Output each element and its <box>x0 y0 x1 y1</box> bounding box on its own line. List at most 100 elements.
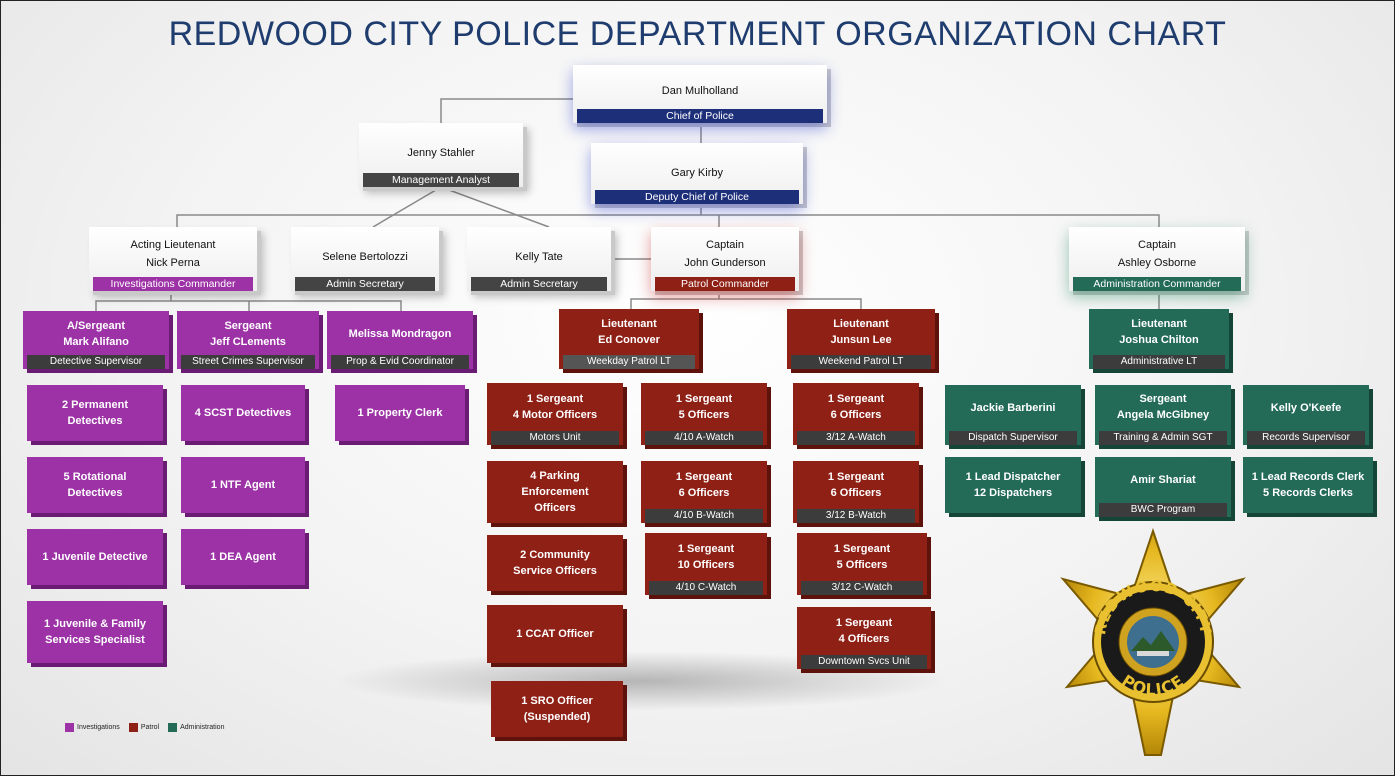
patrol-unit-box: 1 SRO Officer (Suspended) <box>491 681 623 737</box>
inv-c2b-text: 1 NTF Agent <box>210 479 276 491</box>
watch-box: 1 Sergeant 6 Officers 3/12 B-Watch <box>793 461 919 523</box>
watch-w3-line2: 10 Officers <box>677 559 735 571</box>
police-badge-icon: REDWOOD CITY POLICE <box>1060 527 1246 756</box>
sec2-role: Admin Secretary <box>471 277 607 291</box>
legend-swatch-patrol <box>128 723 138 732</box>
inv-unit-box: 1 Property Clerk <box>335 385 465 441</box>
watch-w2-line2: 6 Officers <box>678 487 730 499</box>
watch-box: 1 Sergeant 6 Officers 3/12 A-Watch <box>793 383 919 445</box>
watch-w3-line1: 1 Sergeant <box>677 543 735 555</box>
patrol-lt1-role: Weekday Patrol LT <box>563 355 695 369</box>
watch-w5-line2: 6 Officers <box>830 487 882 499</box>
inv-cmdr-name: Nick Perna <box>146 257 200 269</box>
inv-s2-line1: Sergeant <box>224 320 272 332</box>
patrol-unit-box: 2 Community Service Officers <box>487 535 623 591</box>
watch-w6-line1: 1 Sergeant <box>833 543 891 555</box>
legend-label-patrol: Patrol <box>140 724 160 731</box>
watch-w7-line2: 4 Officers <box>838 633 890 645</box>
inv-s1-line2: Mark Alifano <box>63 336 129 348</box>
admin-a5-line1: Amir Shariat <box>1130 474 1196 486</box>
inv-unit-box: 1 Juvenile Detective <box>27 529 163 585</box>
inv-c2a-text: 4 SCST Detectives <box>194 407 292 419</box>
patrol-lt1-line2: Ed Conover <box>598 334 660 346</box>
admin-a1-line1: Jackie Barberini <box>970 402 1056 414</box>
admin-commander-box: Captain Ashley Osborne Administration Co… <box>1069 227 1245 291</box>
patrol-unit-box: 1 CCAT Officer <box>487 605 623 663</box>
inv-s1-line1: A/Sergeant <box>66 320 126 332</box>
inv-unit-box: 2 Permanent Detectives <box>27 385 163 441</box>
admin-cmdr-role: Administration Commander <box>1073 277 1241 291</box>
watch-w6-role: 3/12 C-Watch <box>801 581 923 595</box>
inv-unit-box: 5 Rotational Detectives <box>27 457 163 513</box>
admin-a3-role: Records Supervisor <box>1247 431 1365 445</box>
admin-a2-role: Training & Admin SGT <box>1099 431 1227 445</box>
patrol-lt2-line1: Lieutenant <box>833 318 889 330</box>
admin-lt-box: Lieutenant Joshua Chilton Administrative… <box>1089 309 1229 369</box>
patrol-u5-line2: (Suspended) <box>523 711 591 723</box>
legend-label-administration: Administration <box>180 724 225 731</box>
inv-s2-role: Street Crimes Supervisor <box>181 355 315 369</box>
analyst-role: Management Analyst <box>363 173 519 187</box>
investigations-commander-box: Acting Lieutenant Nick Perna Investigati… <box>89 227 257 291</box>
patrol-u1-line2: 4 Motor Officers <box>512 409 598 421</box>
patrol-u1-role: Motors Unit <box>491 431 619 445</box>
secretary-box-2: Kelly Tate Admin Secretary <box>467 227 611 291</box>
inv-s1-role: Detective Supervisor <box>27 355 165 369</box>
patrol-cmdr-name: John Gunderson <box>684 257 766 269</box>
inv-c1b-text: 5 Rotational Detectives <box>63 471 127 499</box>
admin-a2-line1: Sergeant <box>1139 393 1187 405</box>
watch-box: 1 Sergeant 4 Officers Downtown Svcs Unit <box>797 607 931 669</box>
inv-c1d-text: 1 Juvenile & Family Services Specialist <box>43 618 147 646</box>
inv-s3-role: Prop & Evid Coordinator <box>331 355 469 369</box>
admin-unit-box: Jackie Barberini Dispatch Supervisor <box>945 385 1081 445</box>
watch-w5-role: 3/12 B-Watch <box>797 509 915 523</box>
inv-supervisor-box-1: A/Sergeant Mark Alifano Detective Superv… <box>23 311 169 369</box>
inv-c2c-text: 1 DEA Agent <box>210 551 276 563</box>
patrol-lt-box-2: Lieutenant Junsun Lee Weekend Patrol LT <box>787 309 935 369</box>
admin-unit-box: 1 Lead Records Clerk 5 Records Clerks <box>1243 457 1373 513</box>
watch-box: 1 Sergeant 10 Officers 4/10 C-Watch <box>645 533 767 595</box>
legend-label-investigations: Investigations <box>77 724 120 731</box>
admin-a6-line1: 1 Lead Records Clerk <box>1251 471 1365 483</box>
watch-w2-role: 4/10 B-Watch <box>645 509 763 523</box>
deputy-role: Deputy Chief of Police <box>595 190 799 204</box>
sec2-name: Kelly Tate <box>515 251 563 263</box>
watch-w6-line2: 5 Officers <box>836 559 888 571</box>
admin-a6-line2: 5 Records Clerks <box>1263 487 1353 499</box>
inv-c3a-text: 1 Property Clerk <box>357 407 443 419</box>
legend: Investigations Patrol Administration <box>65 723 224 732</box>
patrol-lt1-line1: Lieutenant <box>601 318 657 330</box>
analyst-box: Jenny Stahler Management Analyst <box>359 123 523 187</box>
secretary-box-1: Selene Bertolozzi Admin Secretary <box>291 227 439 291</box>
inv-s2-line2: Jeff CLements <box>210 336 286 348</box>
sec1-role: Admin Secretary <box>295 277 435 291</box>
patrol-u1-line1: 1 Sergeant <box>526 393 584 405</box>
patrol-u3-text: 2 Community Service Officers <box>513 549 597 577</box>
watch-box: 1 Sergeant 5 Officers 4/10 A-Watch <box>641 383 767 445</box>
watch-w4-line2: 6 Officers <box>830 409 882 421</box>
patrol-u4-text: 1 CCAT Officer <box>516 628 594 640</box>
admin-cmdr-rank: Captain <box>1138 239 1176 251</box>
patrol-unit-box: 1 Sergeant 4 Motor Officers Motors Unit <box>487 383 623 445</box>
legend-swatch-investigations <box>65 723 74 732</box>
admin-a1-role: Dispatch Supervisor <box>949 431 1077 445</box>
legend-swatch-administration <box>168 723 178 732</box>
admin-a5-role: BWC Program <box>1099 503 1227 517</box>
patrol-lt-box-1: Lieutenant Ed Conover Weekday Patrol LT <box>559 309 699 369</box>
chief-role: Chief of Police <box>577 109 823 123</box>
watch-w7-line1: 1 Sergeant <box>835 617 893 629</box>
inv-cmdr-role: Investigations Commander <box>93 277 253 291</box>
inv-unit-box: 4 SCST Detectives <box>181 385 305 441</box>
watch-box: 1 Sergeant 6 Officers 4/10 B-Watch <box>641 461 767 523</box>
patrol-u5-line1: 1 SRO Officer <box>521 695 593 707</box>
watch-w4-line1: 1 Sergeant <box>827 393 885 405</box>
analyst-name: Jenny Stahler <box>407 147 475 159</box>
inv-c1c-text: 1 Juvenile Detective <box>42 551 148 563</box>
admin-unit-box: Kelly O'Keefe Records Supervisor <box>1243 385 1369 445</box>
patrol-cmdr-role: Patrol Commander <box>655 277 795 291</box>
sec1-name: Selene Bertolozzi <box>322 251 408 263</box>
watch-w1-line1: 1 Sergeant <box>675 393 733 405</box>
inv-unit-box: 1 NTF Agent <box>181 457 305 513</box>
admin-a4-line2: 12 Dispatchers <box>973 487 1053 499</box>
